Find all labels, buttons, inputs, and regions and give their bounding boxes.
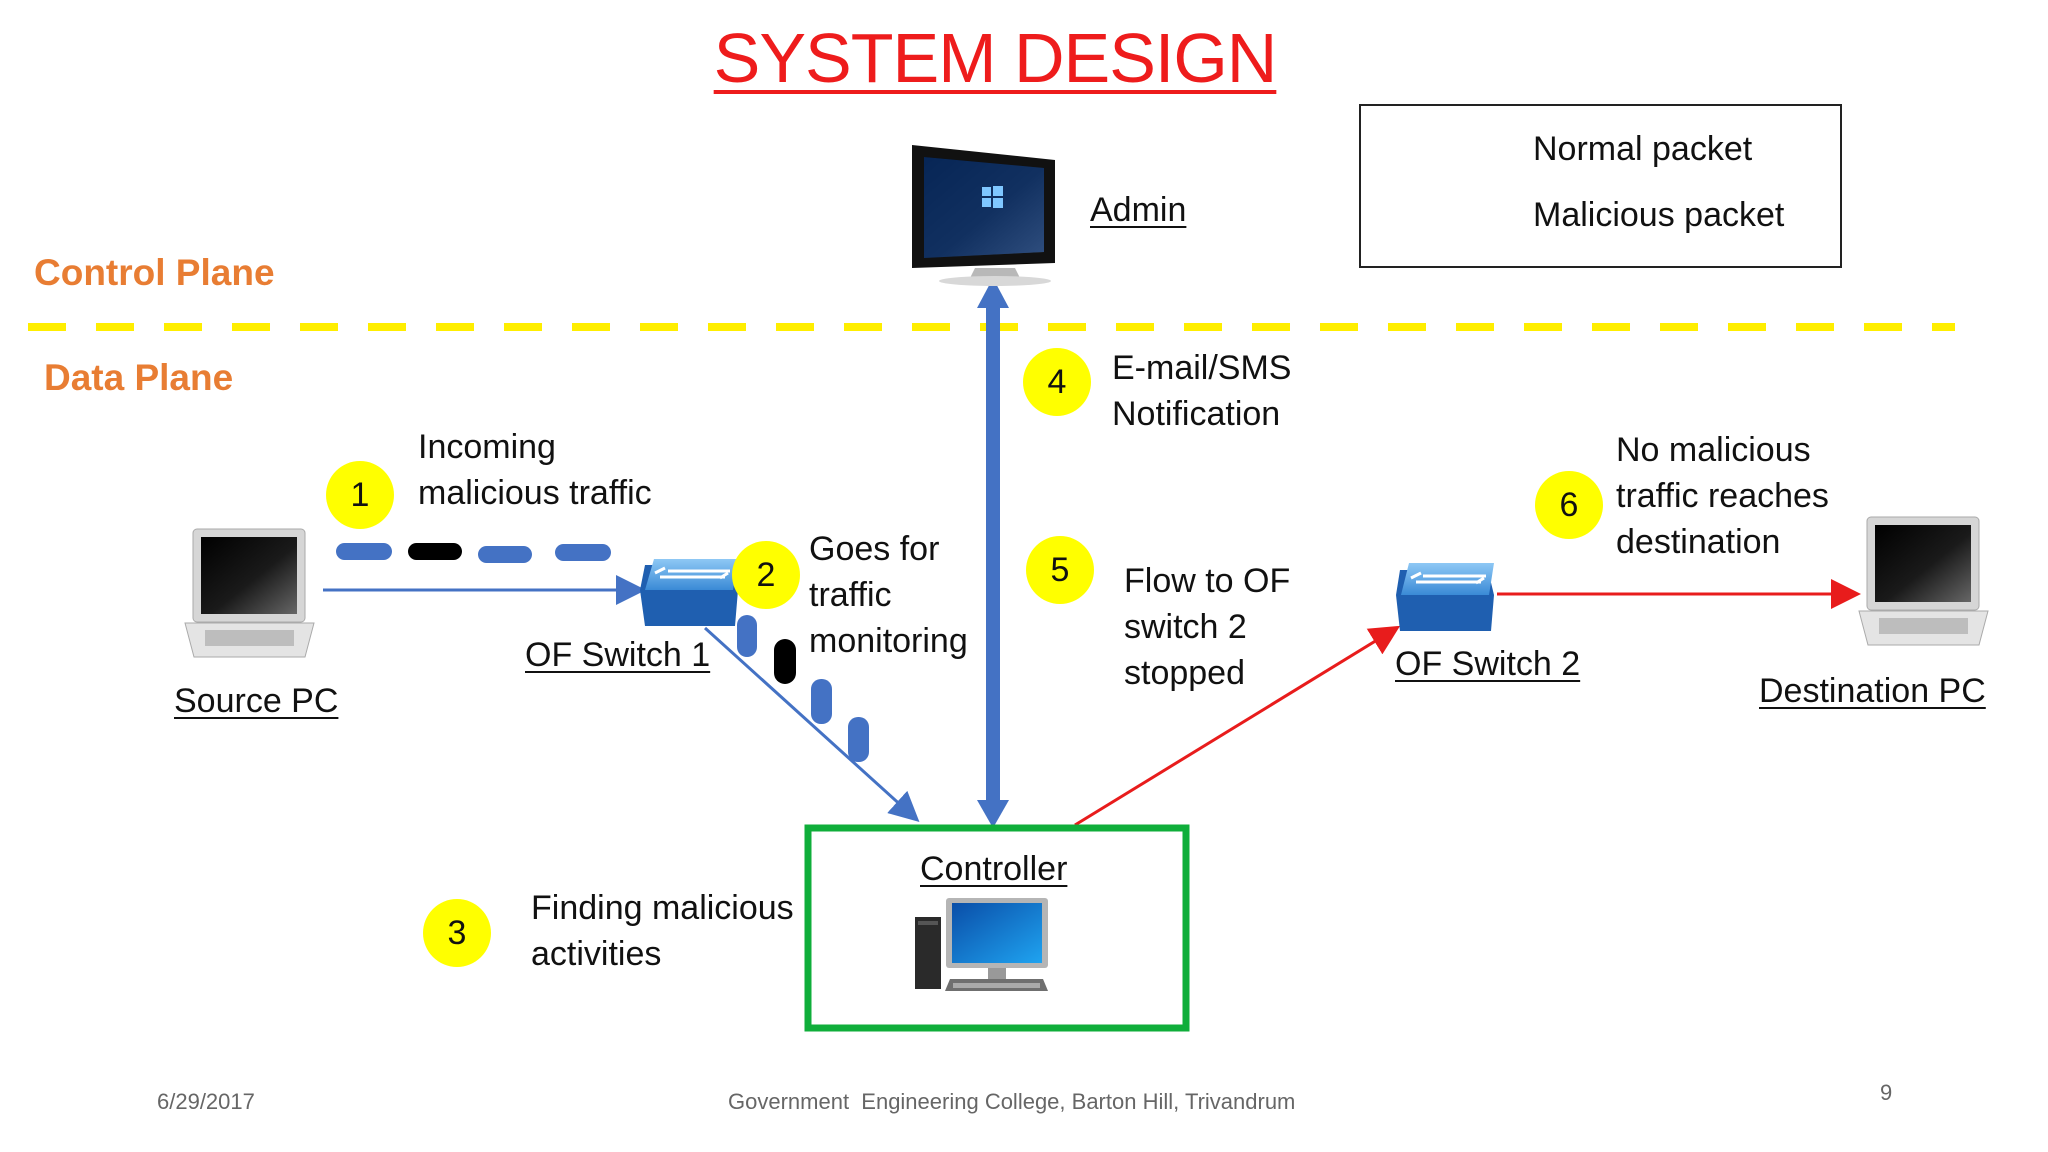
- arrow-controller-to-switch2: [1074, 625, 1401, 827]
- step-1-badge: 1: [326, 461, 394, 529]
- arrow-switch1-to-controller: [703, 626, 920, 823]
- source-pc-label: Source PC: [174, 682, 339, 720]
- normal-packet: [336, 543, 392, 560]
- malicious-packet: [774, 639, 796, 684]
- switch2-label: OF Switch 2: [1395, 645, 1581, 683]
- step-4-badge: 4: [1023, 348, 1091, 416]
- step-3-badge: 3: [423, 899, 491, 967]
- destination-pc-label: Destination PC: [1759, 672, 1986, 710]
- normal-packet: [555, 544, 611, 561]
- admin-controller-double-arrow: [977, 278, 1009, 828]
- source-laptop-icon: [184, 528, 315, 658]
- controller-label: Controller: [920, 850, 1068, 888]
- controller-box: [804, 824, 1190, 1032]
- legend-malicious-label: Malicious packet: [1533, 196, 1785, 234]
- step-5-badge: 5: [1026, 536, 1094, 604]
- normal-packet: [737, 615, 757, 657]
- step-5-text: Flow to OF switch 2 stopped: [1124, 562, 1291, 692]
- admin-monitor-icon: [912, 145, 1055, 286]
- admin-label: Admin: [1090, 191, 1187, 229]
- step-1-text: Incoming malicious traffic: [418, 428, 652, 512]
- data-plane-label: Data Plane: [44, 357, 234, 398]
- footer-date: 6/29/2017: [157, 1089, 255, 1114]
- malicious-packet: [408, 543, 462, 560]
- normal-packet: [478, 546, 532, 563]
- page-number: 9: [1880, 1080, 1893, 1105]
- control-plane-label: Control Plane: [34, 252, 275, 293]
- step-6-text: No malicious traffic reaches destination: [1616, 431, 1829, 561]
- switch1-label: OF Switch 1: [525, 636, 711, 674]
- legend-normal-label: Normal packet: [1533, 130, 1753, 168]
- legend: [1359, 104, 1842, 268]
- destination-laptop-icon: [1858, 516, 1989, 646]
- switch1-icon: [640, 559, 738, 626]
- controller-computer-icon: [915, 898, 1048, 991]
- step-4-text: E-mail/SMS Notification: [1112, 349, 1292, 433]
- step-2-badge: 2: [732, 541, 800, 609]
- switch2-icon: [1396, 563, 1494, 631]
- normal-packet: [811, 679, 832, 724]
- step-6-badge: 6: [1535, 471, 1603, 539]
- footer-institution: Government Engineering College, Barton H…: [728, 1089, 1296, 1114]
- step-3-text: Finding malicious activities: [531, 889, 794, 973]
- slide-title: SYSTEM DESIGN: [713, 19, 1278, 97]
- step-2-text: Goes for traffic monitoring: [809, 530, 968, 660]
- normal-packet: [848, 717, 869, 762]
